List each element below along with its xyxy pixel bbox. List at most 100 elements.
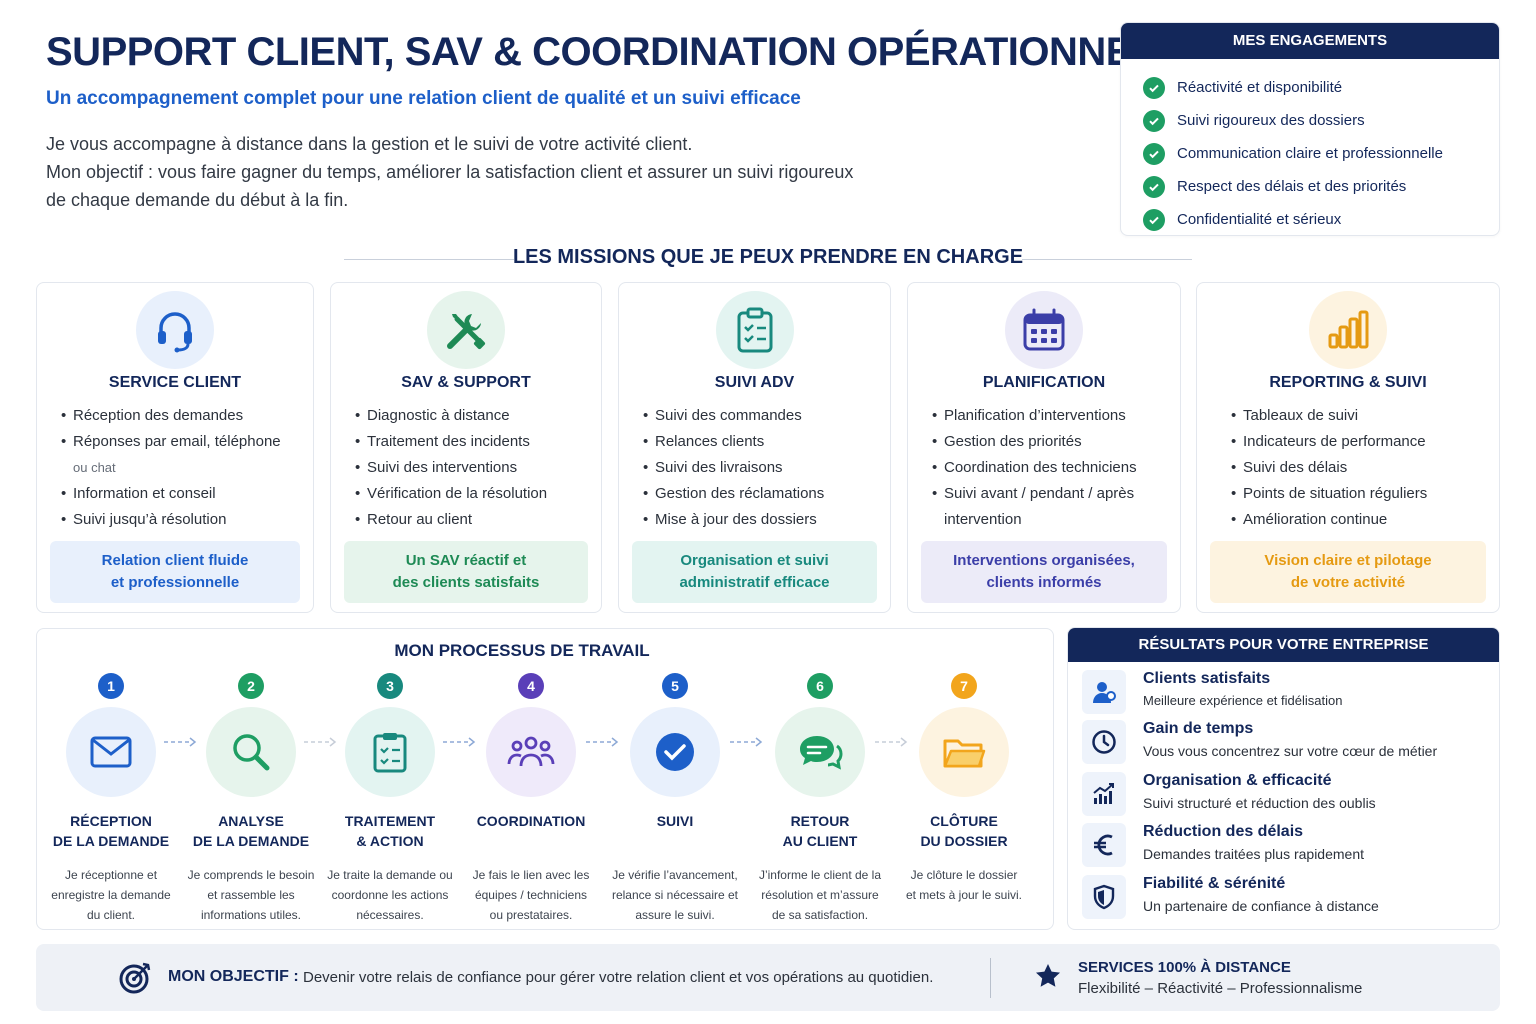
step-desc-line: ou prestataires. [489,908,573,922]
check-icon [1143,142,1165,165]
list-item: Suivi des interventions [355,455,587,481]
step-description: Je vérifie l’avancement,relance si néces… [605,865,745,925]
step-desc-line: Je fais le lien avec les [472,868,590,882]
step-desc-line: assure le suivi. [635,908,715,922]
result-item: Gain de temps Vous vous concentrez sur v… [1080,718,1489,766]
step-title-line: ANALYSE [218,813,284,829]
result-title: Réduction des délais [1143,823,1304,840]
card-list: Planification d’interventions Gestion de… [932,403,1166,533]
process-step: 3 TRAITEMENT& ACTION Je traite la demand… [320,673,460,925]
result-description: Meilleure expérience et fidélisation [1143,693,1343,708]
step-title-line: SUIVI [656,813,694,829]
engagement-label: Respect des délais et des priorités [1177,178,1407,195]
calendar-icon [1005,291,1083,369]
list-item-text: Suivi avant / pendant / après [944,485,1135,502]
engagement-item: Réactivité et disponibilité [1143,71,1499,104]
step-title: TRAITEMENT& ACTION [320,811,460,855]
card-footer-line: clients informés [986,574,1102,591]
services-subtitle: Flexibilité – Réactivité – Professionnal… [1078,980,1363,997]
list-item: Information et conseil [61,481,299,507]
step-desc-line: Je vérifie l’avancement, [612,868,738,882]
engagement-item: Confidentialité et sérieux [1143,203,1499,235]
clipboard-icon [715,291,794,369]
divider [344,259,514,260]
step-desc-line: Je comprends le besoin [187,868,315,882]
step-desc-line: Je clôture le dossier [910,868,1018,882]
card-footer-line: administratif efficace [679,574,830,591]
result-title: Gain de temps [1143,720,1254,737]
list-item: Diagnostic à distance [355,403,587,429]
mission-card-service-client: SERVICE CLIENT Réception des demandes Ré… [36,282,314,613]
step-desc-line: de sa satisfaction. [771,908,869,922]
checklist-icon [345,707,435,797]
list-item-text: Réponses par email, téléphone [73,433,281,450]
step-description: Je clôture le dossier et mets à jour le s… [894,865,1034,905]
step-desc-line: et mets à jour le suivi. [905,888,1023,902]
growth-chart-icon [1082,772,1126,816]
intro-line: Je vous accompagne à distance dans la ge… [46,134,693,154]
engagements-title: MES ENGAGEMENTS [1121,23,1499,59]
results-panel: RÉSULTATS POUR VOTRE ENTREPRISE Clients … [1067,627,1500,930]
euro-icon [1082,823,1126,867]
step-title: ANALYSE DE LA DEMANDE [181,811,321,855]
list-item: Indicateurs de performance [1231,429,1485,455]
mission-card-planification: PLANIFICATION Planification d’interventi… [907,282,1181,613]
card-footer: Interventions organisées, clients informé… [921,541,1167,603]
step-desc-line: enregistre la demande [51,888,171,902]
step-desc-line: J’informe le client de la [758,868,882,882]
step-number: 3 [377,673,403,699]
process-title: MON PROCESSUS DE TRAVAIL [394,641,650,660]
step-title-line: DE LA DEMANDE [192,833,310,849]
step-number: 2 [238,673,264,699]
step-number: 6 [807,673,833,699]
card-title: REPORTING & SUIVI [1269,374,1427,391]
page-subtitle: Un accompagnement complet pour une relat… [46,88,801,109]
mission-card-suivi-adv: SUIVI ADV Suivi des commandes Relances c… [618,282,891,613]
list-item: Gestion des priorités [932,429,1166,455]
card-footer-line: Interventions organisées, [953,552,1135,569]
step-title-line: RÉCEPTION [70,813,152,829]
list-item: Relances clients [643,429,876,455]
card-list: Réception des demandes Réponses par emai… [61,403,299,533]
page-title: SUPPORT CLIENT, SAV & COORDINATION OPÉRA… [46,30,1207,74]
magnifier-icon [206,707,296,797]
list-item: Suivi avant / pendant / aprèsinterventio… [932,481,1166,533]
list-item: Gestion des réclamations [643,481,876,507]
intro-text: Je vous accompagne à distance dans la ge… [46,130,866,214]
card-footer-line: Un SAV réactif et [405,552,527,569]
list-item: Amélioration continue [1231,507,1485,533]
engagement-label: Confidentialité et sérieux [1177,211,1342,228]
list-item: Suivi des livraisons [643,455,876,481]
list-item: Planification d’interventions [932,403,1166,429]
result-description: Vous vous concentrez sur votre cœur de m… [1143,743,1438,759]
card-footer-line: des clients satisfaits [392,574,540,591]
arrow-icon [586,737,619,747]
bar-chart-icon [1309,291,1387,369]
list-item-continuation: ou chat [73,460,116,475]
check-icon [1143,76,1165,99]
chat-icon [775,707,865,797]
step-number: 7 [951,673,977,699]
step-title-line: & ACTION [356,833,424,849]
list-item: Points de situation réguliers [1231,481,1485,507]
result-item: Clients satisfaits Meilleure expérience … [1080,668,1489,716]
engagements-panel: MES ENGAGEMENTS Réactivité et disponibil… [1120,22,1500,236]
results-title: RÉSULTATS POUR VOTRE ENTREPRISE [1068,628,1499,662]
step-desc-line: Je traite la demande ou [327,868,453,882]
engagement-label: Réactivité et disponibilité [1177,79,1343,96]
clock-icon [1082,720,1126,764]
card-title: SUIVI ADV [714,374,795,391]
list-item: Suivi des commandes [643,403,876,429]
card-footer-line: de votre activité [1290,574,1406,591]
step-desc-line: nécessaires. [356,908,424,922]
step-title-line: DU DOSSIER [920,833,1008,849]
